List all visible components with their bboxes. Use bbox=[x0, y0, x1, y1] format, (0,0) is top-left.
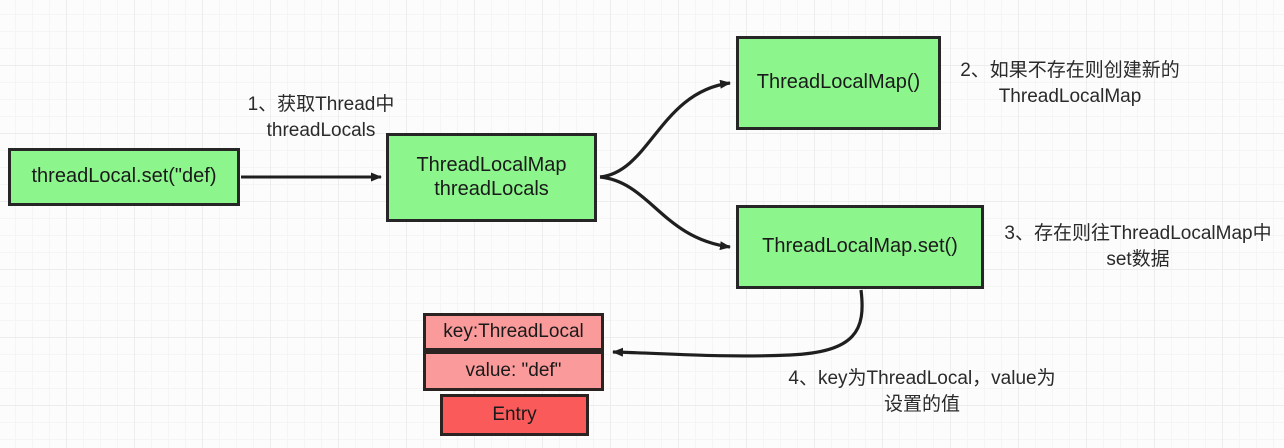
annotation-step-2: 2、如果不存在则创建新的 ThreadLocalMap bbox=[960, 60, 1180, 107]
node-entry-value[interactable]: value: "def" bbox=[423, 351, 604, 391]
node-threadlocalmap-threadlocals[interactable]: ThreadLocalMap threadLocals bbox=[386, 133, 597, 222]
edge-threadlocals-to-map-set bbox=[599, 175, 731, 251]
node-threadlocalmap-set[interactable]: ThreadLocalMap.set() bbox=[736, 205, 984, 289]
annotation-step-1: 1、获取Thread中 threadLocals bbox=[247, 94, 395, 141]
node-threadlocal-set-call[interactable]: threadLocal.set("def) bbox=[8, 148, 240, 206]
annotation-step-4: 4、key为ThreadLocal，value为 设置的值 bbox=[788, 368, 1056, 415]
annotation-step-3: 3、存在则往ThreadLocalMap中 set数据 bbox=[1004, 223, 1272, 270]
node-entry-key[interactable]: key:ThreadLocal bbox=[423, 313, 604, 351]
node-threadlocalmap-constructor[interactable]: ThreadLocalMap() bbox=[736, 36, 941, 130]
edge-map-set-to-entry bbox=[612, 289, 864, 358]
edge-threadlocals-to-map-ctor bbox=[599, 79, 731, 179]
node-entry-label[interactable]: Entry bbox=[440, 394, 589, 436]
